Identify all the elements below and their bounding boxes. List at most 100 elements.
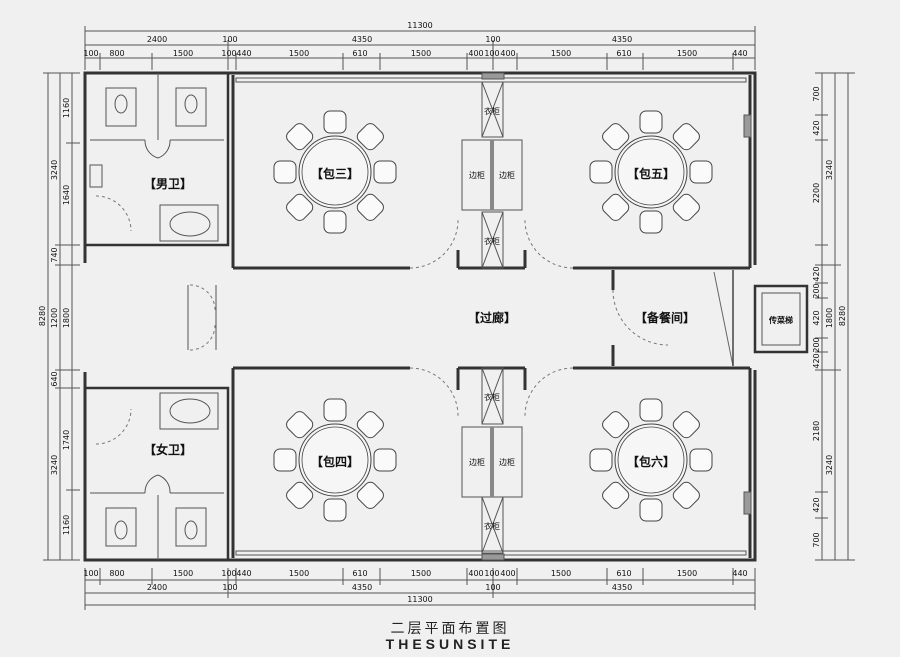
brand-logo: THESUNSITE [385,636,515,652]
chair [286,123,314,151]
private-room-3-label: 【包三】 [311,166,359,181]
svg-text:100: 100 [484,569,499,578]
side-cabinet-label: 边柜 [499,457,515,467]
svg-text:420: 420 [812,310,821,325]
chair [689,448,713,472]
dumbwaiter-shaft [713,270,809,367]
chair [602,123,630,151]
svg-text:100: 100 [221,569,236,578]
svg-text:4350: 4350 [612,583,632,592]
svg-text:420: 420 [812,266,821,281]
dining-tables [273,110,713,522]
svg-text:4350: 4350 [612,35,632,44]
svg-text:400: 400 [468,569,483,578]
svg-text:1800: 1800 [62,308,71,328]
chair [639,498,663,522]
svg-text:4350: 4350 [352,583,372,592]
svg-text:100: 100 [221,49,236,58]
chair [602,481,630,509]
svg-text:440: 440 [732,569,747,578]
svg-text:610: 610 [616,569,631,578]
chair [639,110,663,134]
svg-text:1500: 1500 [289,569,309,578]
svg-text:1500: 1500 [677,569,697,578]
chair [373,448,397,472]
walls [83,71,757,562]
bottom-dimension-lines [84,568,756,610]
chair [286,193,314,221]
svg-text:100: 100 [222,35,237,44]
dumbwaiter-label: 传菜梯 [768,315,793,325]
svg-text:200: 200 [812,337,821,352]
dim-bottom-row2: 100 800 1500 100 440 1500 610 1500 400 1… [83,569,747,578]
svg-text:3240: 3240 [825,455,834,475]
top-dimension-lines [84,26,756,70]
svg-text:610: 610 [352,569,367,578]
round-table [589,398,713,522]
chair [672,193,700,221]
left-dimension-lines [43,72,80,561]
svg-text:2180: 2180 [812,421,821,441]
chair [286,411,314,439]
svg-text:1800: 1800 [825,308,834,328]
chair [356,481,384,509]
chair [602,411,630,439]
pantry-label: 【备餐间】 [635,310,695,325]
svg-text:610: 610 [352,49,367,58]
private-room-4-label: 【包四】 [311,454,359,469]
svg-text:200: 200 [812,283,821,298]
right-dimension-lines [815,72,855,561]
svg-text:100: 100 [484,49,499,58]
svg-text:2400: 2400 [147,583,167,592]
svg-text:100: 100 [222,583,237,592]
svg-text:400: 400 [500,49,515,58]
chair [589,160,613,184]
svg-text:1200: 1200 [50,308,59,328]
wardrobe-label: 衣柜 [484,106,500,116]
chair [356,123,384,151]
side-cabinet-label: 边柜 [469,457,485,467]
toilet-fixtures [89,73,224,560]
svg-text:1500: 1500 [173,569,193,578]
round-table [589,110,713,234]
svg-text:440: 440 [236,49,251,58]
drawing-title: 二层平面布置图 [390,621,510,637]
svg-text:2200: 2200 [812,183,821,203]
chair [323,110,347,134]
svg-text:1160: 1160 [62,515,71,535]
svg-text:420: 420 [812,120,821,135]
svg-text:400: 400 [468,49,483,58]
svg-text:1500: 1500 [411,569,431,578]
side-cabinet-label: 边柜 [499,170,515,180]
svg-text:800: 800 [109,569,124,578]
chair [602,193,630,221]
svg-text:1500: 1500 [411,49,431,58]
svg-text:3240: 3240 [50,455,59,475]
chair [639,398,663,422]
svg-text:100: 100 [83,569,98,578]
chair [323,398,347,422]
chair [273,160,297,184]
svg-text:100: 100 [485,35,500,44]
wardrobe-label: 衣柜 [484,392,500,402]
svg-text:700: 700 [812,86,821,101]
dim-top-row1: 2400 100 4350 100 4350 [147,35,632,44]
svg-text:1640: 1640 [62,185,71,205]
private-room-5-label: 【包五】 [627,166,675,181]
svg-text:440: 440 [236,569,251,578]
dim-total-bottom: 11300 [407,595,432,604]
dim-top-row2: 100 800 1500 100 440 1500 610 1500 400 1… [83,49,747,58]
svg-text:400: 400 [500,569,515,578]
chair [589,448,613,472]
svg-text:100: 100 [83,49,98,58]
chair [356,411,384,439]
cabinets [461,81,523,554]
svg-text:3240: 3240 [50,160,59,180]
chair [672,481,700,509]
chair [273,448,297,472]
womens-restroom-label: 【女卫】 [144,442,192,457]
wardrobe-label: 衣柜 [484,236,500,246]
chair [672,411,700,439]
svg-text:640: 640 [50,371,59,386]
